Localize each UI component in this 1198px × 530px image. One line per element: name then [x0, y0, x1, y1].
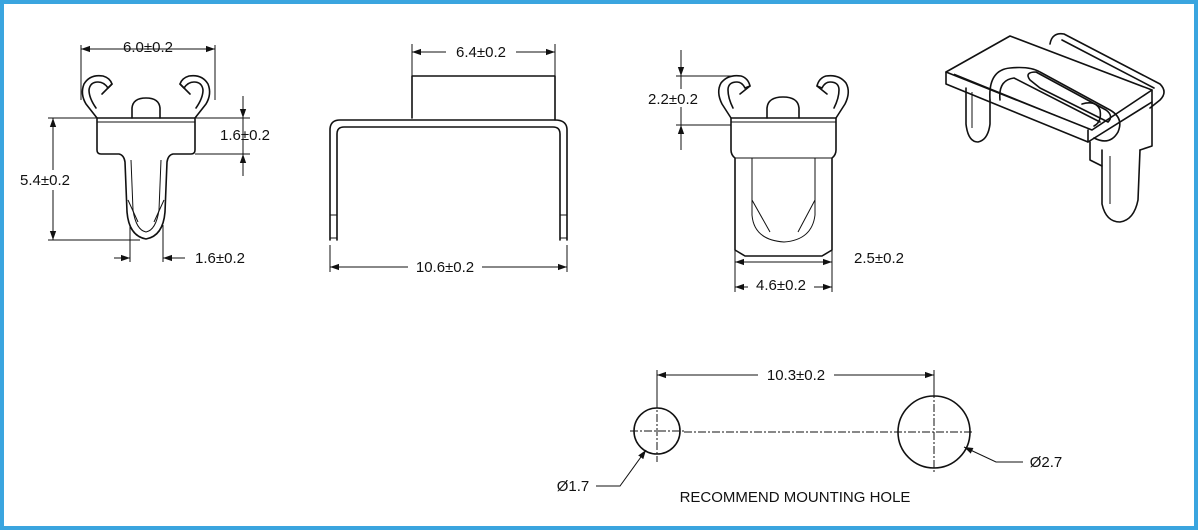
- iso-plate-edge: [945, 71, 1089, 143]
- dim-hole-large: Ø2.7: [1030, 454, 1063, 471]
- iso-right-leg: [1101, 149, 1141, 223]
- mounting-hole-view: 10.3±0.2 Ø1.7 Ø2.7 RECOMMEND MOUNTING HO…: [557, 366, 1063, 506]
- dim-end-width: 4.6±0.2: [756, 277, 806, 294]
- front-stem-inner: [130, 159, 162, 233]
- dim-front-tip: 1.6±0.2: [195, 250, 245, 267]
- isometric-view: [945, 32, 1165, 223]
- iso-right-side: [1139, 101, 1153, 151]
- front-left-hook: [81, 74, 113, 119]
- end-view: 2.2±0.2 2.5±0.2 4.6±0.2: [640, 50, 904, 295]
- front-left-hook-tip: [101, 83, 113, 95]
- dim-hole-small: Ø1.7: [557, 478, 590, 495]
- front-right-hook-tip: [179, 83, 191, 95]
- front-right-hook: [179, 74, 211, 119]
- dim-front-step: 1.6±0.2: [220, 127, 270, 144]
- dim-front-width: 6.0±0.2: [123, 39, 173, 56]
- dim-side-length: 10.6±0.2: [416, 259, 474, 276]
- dim-end-clip: 2.2±0.2: [648, 91, 698, 108]
- iso-front-curl: [989, 66, 1121, 142]
- iso-curl-end: [1081, 102, 1102, 127]
- side-plate-inner: [336, 126, 561, 241]
- end-top-bump: [766, 96, 800, 119]
- side-top-block: [411, 75, 556, 121]
- end-body: [730, 117, 837, 257]
- iso-clip-line: [1061, 39, 1155, 89]
- end-left-hook-tip: [739, 85, 751, 95]
- iso-plate-inner: [953, 73, 1093, 131]
- dim-end-leg: 2.5±0.2: [854, 250, 904, 267]
- front-stem-detail: [127, 199, 165, 223]
- iso-slot: [1027, 71, 1112, 123]
- front-top-bump: [131, 97, 161, 119]
- end-right-hook-tip: [816, 85, 828, 95]
- dim-front-height: 5.4±0.2: [20, 172, 70, 189]
- leader-small: [596, 449, 647, 487]
- iso-curl-inner: [998, 77, 1101, 123]
- caption: RECOMMEND MOUNTING HOLE: [680, 489, 911, 506]
- end-stem: [751, 158, 816, 243]
- end-right-hook: [816, 74, 850, 119]
- iso-right-step: [1089, 141, 1103, 167]
- leader-large: [963, 446, 1023, 463]
- end-stem-detail: [751, 199, 816, 233]
- iso-clip-back: [1049, 32, 1165, 109]
- side-view: 6.4±0.2 10.6±0.2: [329, 42, 568, 276]
- dim-side-top: 6.4±0.2: [456, 44, 506, 61]
- side-plate-outer: [329, 119, 568, 241]
- end-left-hook: [717, 74, 751, 119]
- dim-hole-spacing: 10.3±0.2: [767, 367, 825, 384]
- front-view: 6.0±0.2 5.4±0.2 1.6±0.2 1.6±0.2: [12, 39, 270, 267]
- front-body: [96, 117, 196, 240]
- iso-left-leg: [965, 87, 991, 143]
